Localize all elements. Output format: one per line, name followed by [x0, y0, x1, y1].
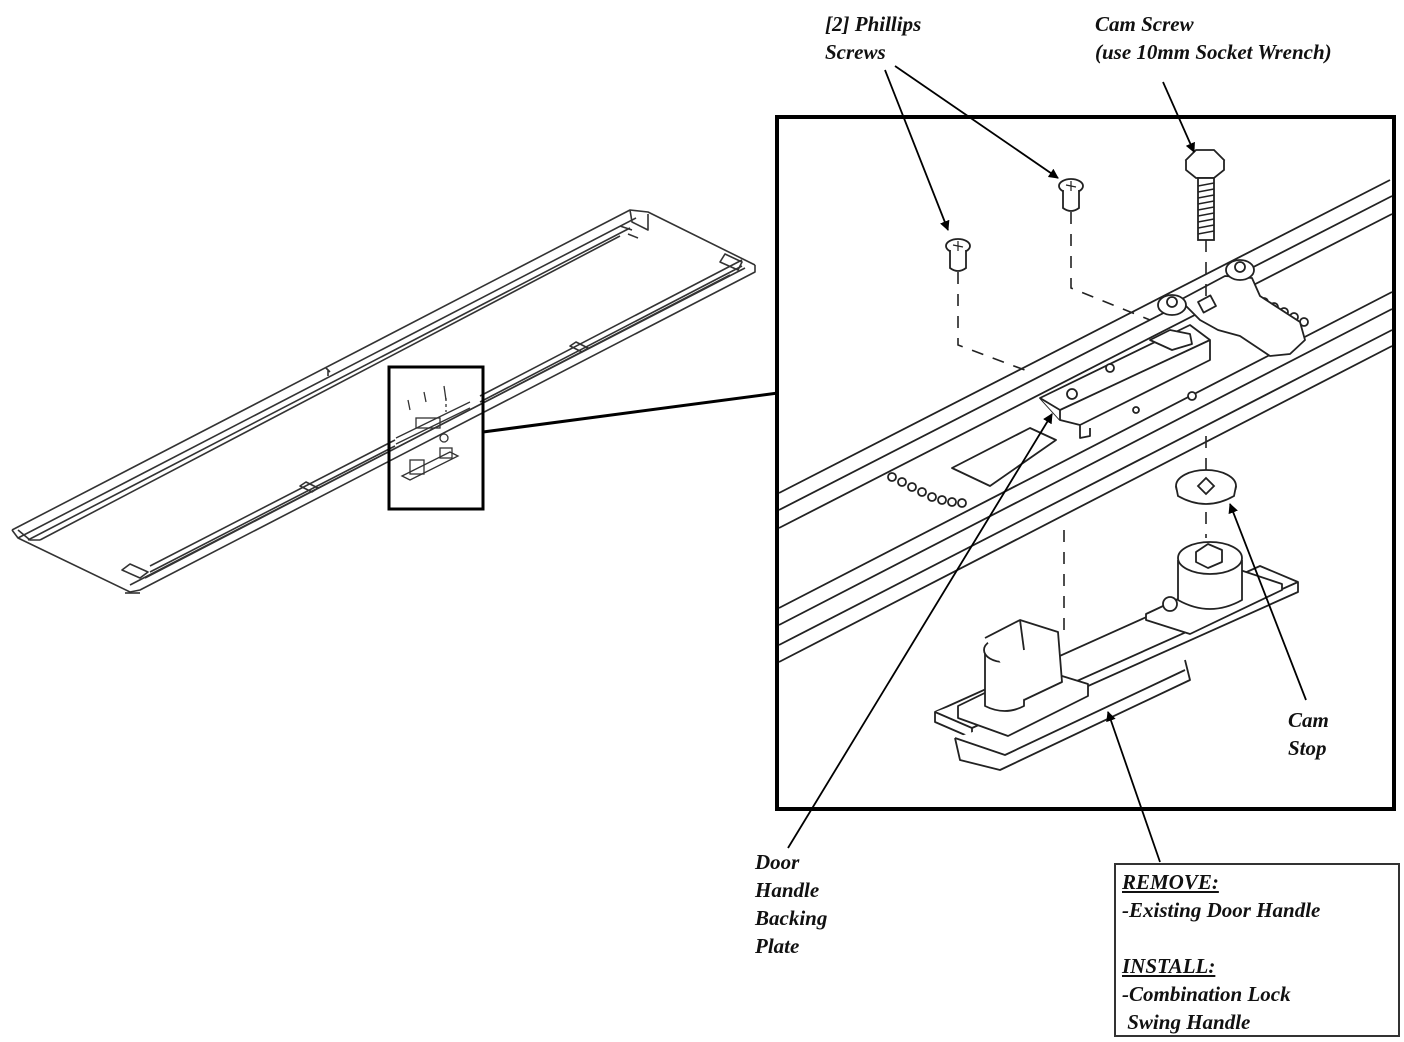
label-cam-screw-line1: Cam Screw [1095, 12, 1194, 36]
cam-arm [1157, 259, 1306, 357]
alignment-guides [957, 212, 1207, 640]
label-cam-stop: Cam Stop [1288, 706, 1329, 762]
cam-stop-washer [1175, 469, 1237, 505]
remove-heading: REMOVE: [1122, 870, 1219, 894]
combination-lock-handle [934, 541, 1299, 771]
phillips-screw-2 [1058, 178, 1084, 212]
label-door-line: Door [755, 850, 800, 874]
label-phillips-screws-line2: Screws [825, 40, 886, 64]
phillips-screw-1 [945, 238, 971, 272]
install-item-2: Swing Handle [1122, 1010, 1251, 1034]
label-phillips-screws: [2] Phillips Screws [825, 10, 921, 66]
install-item-1: -Combination Lock [1122, 982, 1291, 1006]
instruction-box: REMOVE: -Existing Door Handle INSTALL: -… [1114, 863, 1400, 1037]
label-backing-line: Backing [755, 906, 828, 930]
label-cam-stop-line1: Cam [1288, 708, 1329, 732]
label-phillips-screws-line1: [2] Phillips [825, 12, 922, 36]
label-plate-line: Plate [755, 934, 800, 958]
zoom-highlight-box [387, 365, 485, 511]
leader-arrows [787, 65, 1307, 863]
remove-item: -Existing Door Handle [1122, 898, 1321, 922]
label-cam-screw: Cam Screw (use 10mm Socket Wrench) [1095, 10, 1332, 66]
label-cam-stop-line2: Stop [1288, 736, 1327, 760]
door-frame-overview [11, 209, 756, 594]
install-heading: INSTALL: [1122, 954, 1216, 978]
cam-screw [1184, 149, 1226, 241]
label-door-handle-backing-plate: Door Handle Backing Plate [755, 848, 827, 960]
backing-plate [1039, 324, 1211, 439]
overview-detail [395, 385, 471, 481]
zoom-connector-line [482, 391, 779, 434]
label-handle-line: Handle [755, 878, 820, 902]
label-cam-screw-line2: (use 10mm Socket Wrench) [1095, 40, 1332, 64]
